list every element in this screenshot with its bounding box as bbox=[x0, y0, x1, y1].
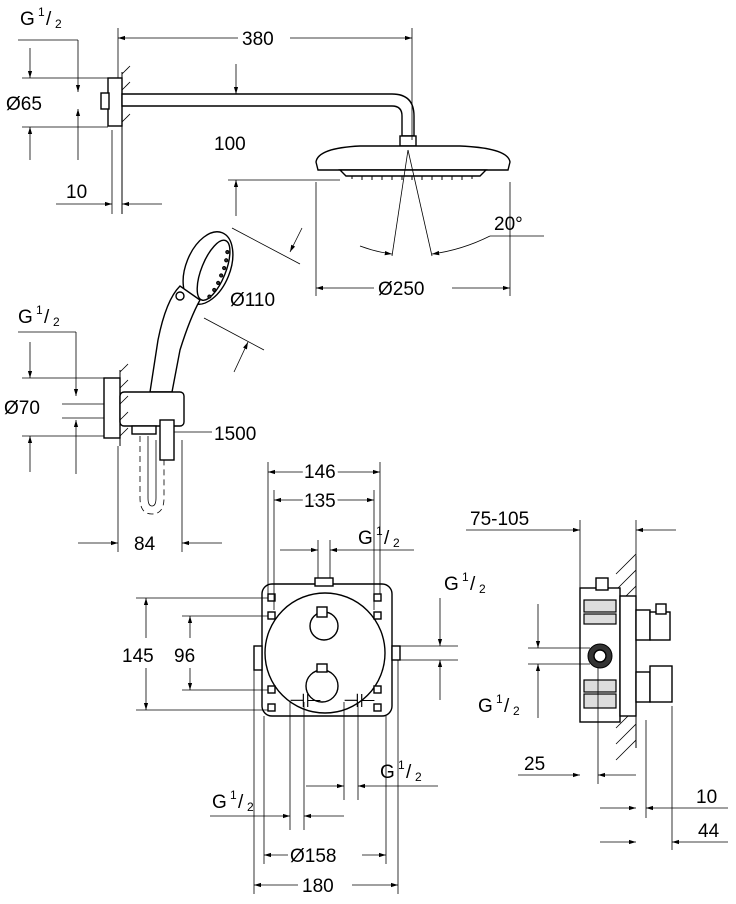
thread-label: G bbox=[380, 762, 395, 783]
dim-range75-105: 75-105 bbox=[466, 509, 676, 588]
h145-label: 145 bbox=[122, 646, 154, 667]
thread-den: 2 bbox=[55, 17, 62, 31]
hand-shower bbox=[182, 231, 234, 305]
dim-thread-box-br: G 1 / 2 bbox=[306, 702, 438, 800]
svg-text:⊣⊢: ⊣⊢ bbox=[289, 691, 322, 712]
dim-100: 100 bbox=[214, 64, 340, 216]
dim-w84: 84 bbox=[78, 440, 222, 555]
dim-d70: Ø70 bbox=[4, 342, 104, 474]
hose1500-label: 1500 bbox=[214, 424, 256, 445]
svg-text:/: / bbox=[238, 792, 244, 813]
dim-thread-box-bl: G 1 / 2 bbox=[210, 702, 344, 830]
spray-nozzles bbox=[351, 176, 473, 180]
svg-text:/: / bbox=[406, 762, 412, 783]
thread-num: 1 bbox=[462, 570, 469, 584]
dim-380: 380 bbox=[117, 28, 413, 140]
trim-plate bbox=[264, 592, 386, 714]
shower-hose bbox=[139, 436, 165, 515]
dim-thread-side: G 1 / 2 bbox=[478, 604, 590, 718]
dim-d110: Ø110 bbox=[203, 227, 303, 373]
thread-label: G bbox=[478, 696, 493, 717]
wall-hatch bbox=[121, 65, 131, 214]
side-view bbox=[579, 553, 673, 761]
d110-label: Ø110 bbox=[230, 290, 275, 311]
d250-label: Ø250 bbox=[378, 279, 424, 300]
svg-text:/: / bbox=[46, 9, 52, 30]
thread-num: 1 bbox=[230, 788, 237, 802]
svg-text:/: / bbox=[384, 528, 390, 549]
hand-shower-handle bbox=[149, 285, 201, 393]
h96-label: 96 bbox=[174, 646, 195, 667]
wall10-label: 10 bbox=[66, 182, 87, 203]
dim-h145: 145 bbox=[122, 597, 268, 711]
dim-hose1500: 1500 bbox=[174, 424, 256, 445]
wall-hatch-mid bbox=[119, 363, 129, 446]
thread-den: 2 bbox=[513, 704, 520, 718]
thread-label: G bbox=[20, 9, 35, 30]
head-shower bbox=[315, 145, 511, 171]
thread-num: 1 bbox=[38, 5, 45, 19]
thread-num: 1 bbox=[36, 303, 43, 317]
dim-wall10: 10 bbox=[56, 130, 162, 214]
drop100-label: 100 bbox=[214, 134, 246, 155]
thread-label: G bbox=[212, 792, 227, 813]
wall-flange bbox=[107, 77, 123, 127]
svg-text:/: / bbox=[44, 307, 50, 328]
head-shower-assembly bbox=[100, 65, 511, 214]
thread-num: 1 bbox=[398, 758, 405, 772]
d65-label: Ø65 bbox=[6, 94, 42, 115]
dim-d158: Ø158 bbox=[263, 716, 387, 867]
w180-label: 180 bbox=[302, 876, 334, 897]
range-label: 75-105 bbox=[470, 509, 529, 530]
shower-arm bbox=[121, 93, 415, 137]
w146-label: 146 bbox=[304, 462, 336, 483]
dim-thread-mid: G 1 / 2 bbox=[18, 303, 79, 396]
dim-thread-box-right: G 1 / 2 bbox=[400, 570, 486, 700]
thread-den: 2 bbox=[479, 582, 486, 596]
side44-label: 44 bbox=[698, 821, 720, 842]
thread-den: 2 bbox=[247, 800, 254, 814]
thermostat-box: ⊣⊢ ⊣⊢ bbox=[253, 577, 401, 717]
dim-d65: Ø65 bbox=[6, 48, 108, 160]
svg-text:/: / bbox=[470, 574, 476, 595]
hand-shower-assembly bbox=[103, 231, 234, 515]
d25-label: 25 bbox=[524, 754, 545, 775]
side10-label: 10 bbox=[696, 787, 717, 808]
w84-label: 84 bbox=[134, 534, 156, 555]
thread-den: 2 bbox=[415, 770, 422, 784]
thread-num: 1 bbox=[376, 524, 383, 538]
thread-num: 1 bbox=[496, 692, 503, 706]
wall-bracket bbox=[103, 377, 121, 439]
dim-side44: 44 bbox=[600, 706, 728, 850]
dim-d250: Ø250 bbox=[315, 182, 511, 300]
d70-label: Ø70 bbox=[4, 398, 40, 419]
svg-text:/: / bbox=[504, 696, 510, 717]
dim-angle20: 20° bbox=[359, 149, 544, 257]
thread-den: 2 bbox=[393, 536, 400, 550]
dim-d25: 25 bbox=[518, 668, 636, 784]
dim-w135: 135 bbox=[273, 488, 375, 610]
svg-text:⊣⊢: ⊣⊢ bbox=[343, 691, 376, 712]
dim-w180: 180 bbox=[253, 660, 399, 897]
w135-label: 135 bbox=[304, 491, 336, 512]
dim-side10: 10 bbox=[600, 720, 728, 818]
thread-label: G bbox=[358, 528, 373, 549]
dim-thread-top: G 1 / 2 bbox=[18, 5, 81, 92]
thread-den: 2 bbox=[53, 315, 60, 329]
dim-w146: 146 bbox=[267, 459, 381, 594]
thread-label: G bbox=[444, 574, 459, 595]
dim-thread-box-top: G 1 / 2 bbox=[280, 524, 414, 578]
d158-label: Ø158 bbox=[290, 846, 336, 867]
angle20-label: 20° bbox=[494, 214, 523, 235]
len380-label: 380 bbox=[242, 29, 274, 50]
thread-label: G bbox=[18, 307, 33, 328]
